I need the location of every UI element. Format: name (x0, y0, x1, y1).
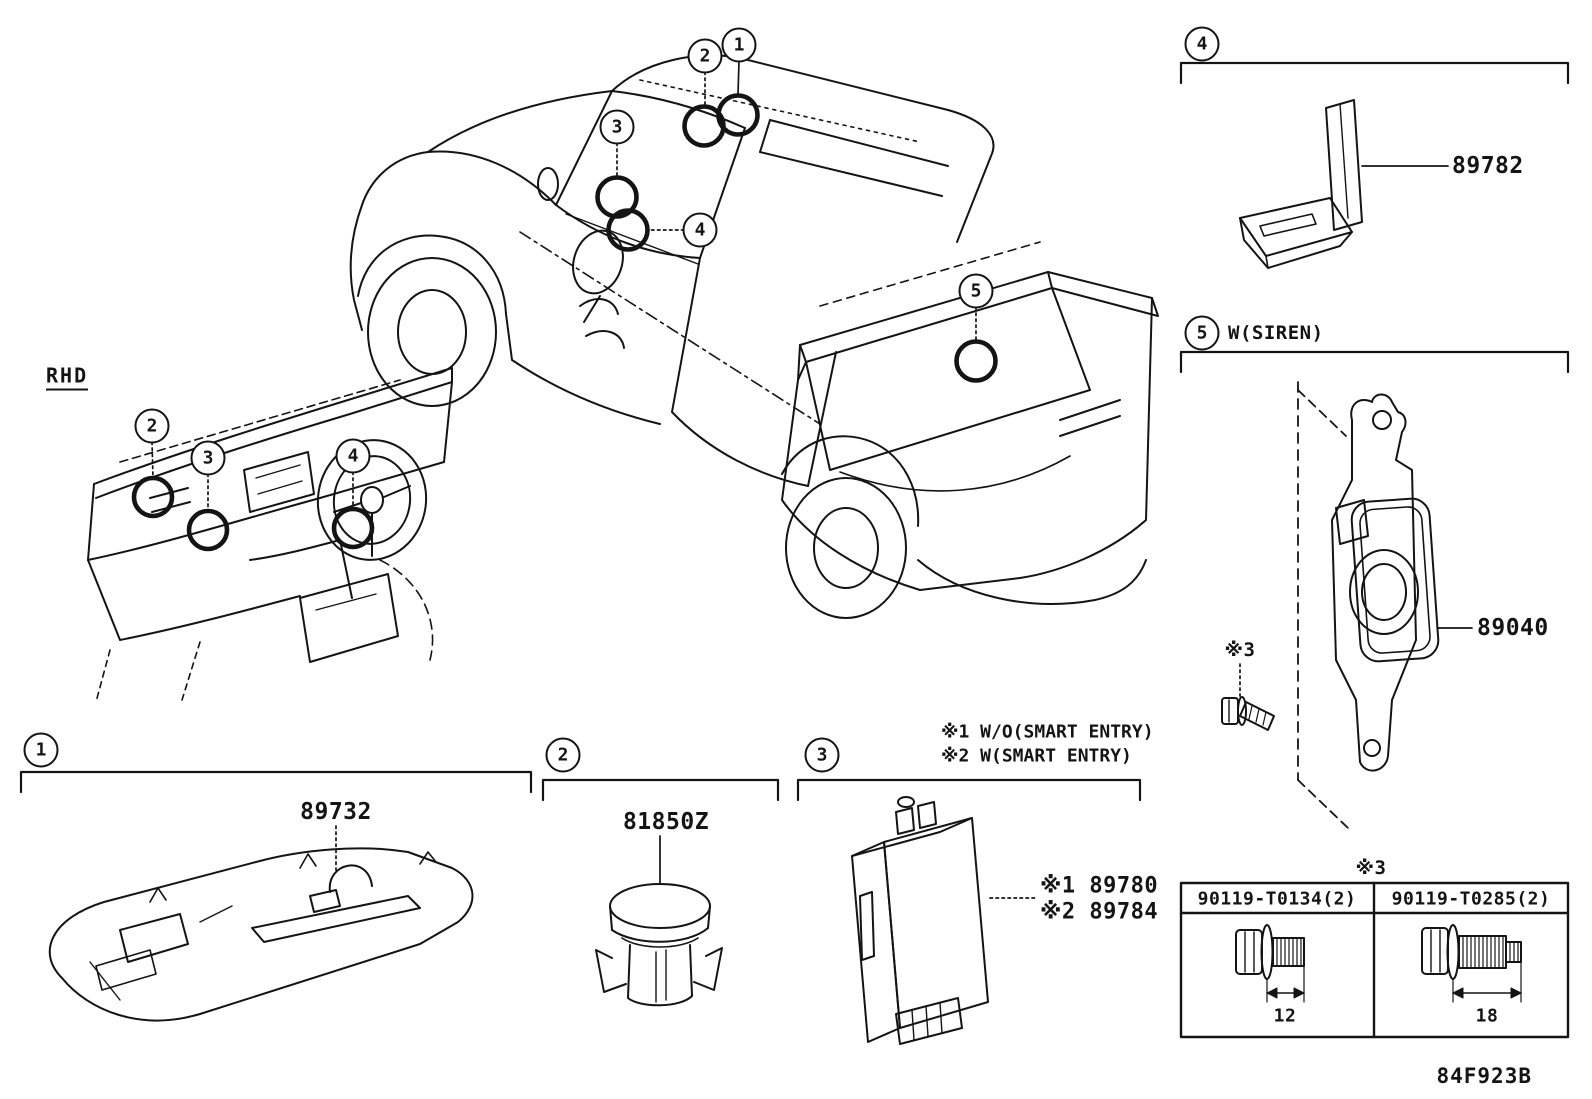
section3-number[interactable]: 3 (804, 737, 840, 773)
ring-truck-5 (954, 339, 998, 383)
siren-drawing (1221, 381, 1440, 829)
section-brackets (19, 61, 1570, 802)
callout-truck-4[interactable]: 4 (682, 212, 718, 248)
section2-number[interactable]: 2 (545, 737, 581, 773)
callout-rings (131, 93, 998, 552)
ring-truck-2 (682, 104, 726, 148)
fastener-table-grid (1179, 881, 1570, 1039)
siren-bolt-ref: ※3 (1224, 639, 1256, 661)
drive-config-label: RHD (46, 364, 89, 391)
diagram-code: 84F923B (1436, 1064, 1532, 1088)
section1-number[interactable]: 1 (23, 732, 59, 768)
part-number-89782[interactable]: 89782 (1452, 153, 1524, 179)
part-number-89780[interactable]: ※1 89780 (1040, 873, 1159, 899)
bolt-18mm-drawing (1421, 924, 1522, 1003)
section4-number[interactable]: 4 (1184, 26, 1220, 62)
note-wo-smart-entry: ※1 W/O(SMART ENTRY) (941, 721, 1154, 743)
part-number-89040[interactable]: 89040 (1477, 615, 1549, 641)
callout-dash-2[interactable]: 2 (134, 408, 170, 444)
section5-number[interactable]: 5 (1184, 315, 1220, 351)
table-header-part-t0285[interactable]: 90119-T0285(2) (1391, 888, 1551, 910)
truck-drawing (349, 54, 1159, 619)
section2-bracket (541, 778, 780, 802)
callout-truck-1[interactable]: 1 (721, 27, 757, 63)
part-number-81850z[interactable]: 81850Z (622, 809, 710, 835)
section1-bracket (19, 770, 533, 794)
section3-bracket (796, 778, 1142, 802)
section5-bracket (1179, 350, 1570, 374)
ring-truck-4 (606, 208, 650, 252)
ring-dash-2 (131, 475, 175, 519)
callout-dash-3[interactable]: 3 (190, 440, 226, 476)
part-number-89784[interactable]: ※2 89784 (1040, 899, 1159, 925)
indicator-button-drawing (595, 883, 723, 1007)
bracket-drawing (1239, 99, 1363, 269)
bolt-length-12: 12 (1273, 1005, 1297, 1027)
bolt-length-18: 18 (1475, 1005, 1499, 1027)
bolt-12mm-drawing (1235, 924, 1305, 1003)
callout-dash-4[interactable]: 4 (335, 438, 371, 474)
leader-lines (151, 60, 1473, 899)
table-bolt-ref: ※3 (1355, 857, 1387, 879)
ecu-drawing (851, 796, 989, 1045)
siren-config-label: W(SIREN) (1228, 322, 1324, 344)
ring-dash-4 (331, 506, 375, 550)
section4-bracket (1179, 61, 1570, 85)
rhd-dashboard-drawing (87, 367, 453, 703)
callout-truck-3[interactable]: 3 (599, 109, 635, 145)
overhead-console-drawing (48, 847, 474, 1022)
callout-truck-2[interactable]: 2 (687, 38, 723, 74)
part-number-89732[interactable]: 89732 (300, 799, 372, 825)
ring-dash-3 (186, 508, 230, 552)
note-w-smart-entry: ※2 W(SMART ENTRY) (941, 745, 1132, 767)
callout-truck-5[interactable]: 5 (958, 273, 994, 309)
table-header-part-t0134[interactable]: 90119-T0134(2) (1197, 888, 1357, 910)
